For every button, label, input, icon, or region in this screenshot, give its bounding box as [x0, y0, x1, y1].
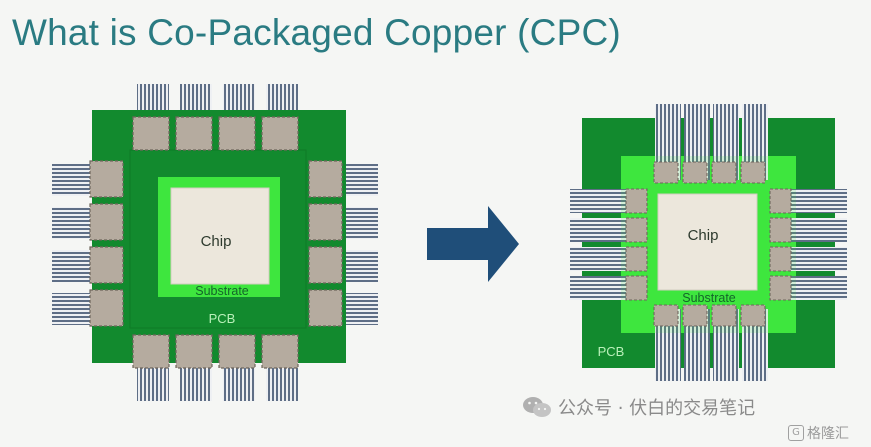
left-cable-groups — [52, 84, 378, 401]
right-pcb-label: PCB — [598, 344, 625, 359]
right-chip-label: Chip — [688, 227, 719, 244]
left-chip-label: Chip — [201, 233, 232, 250]
right-cable-groups-outer — [570, 104, 847, 381]
left-pcb-inner — [129, 149, 307, 329]
left-substrate-label: Substrate — [195, 284, 249, 298]
right-chip — [657, 193, 758, 291]
arrow-right-icon — [427, 206, 519, 282]
left-chip — [170, 187, 270, 285]
left-modules — [89, 116, 343, 369]
right-package: Chip Substrate PCB — [570, 104, 847, 381]
wechat-watermark: 公众号 · 伏白的交易笔记 — [522, 394, 755, 420]
left-package: Chip Substrate PCB — [52, 84, 378, 401]
source-logo-text: 格隆汇 — [807, 426, 849, 442]
page-title: What is Co-Packaged Copper (CPC) — [12, 12, 621, 53]
right-substrate-label: Substrate — [682, 291, 736, 305]
left-pcb-label: PCB — [209, 311, 236, 326]
wechat-icon — [523, 397, 551, 417]
right-modules — [625, 161, 792, 327]
gelonghui-icon: G — [788, 425, 804, 441]
source-logo: G 格隆汇 — [788, 423, 849, 443]
watermark-text: 公众号 · 伏白的交易笔记 — [558, 398, 756, 419]
